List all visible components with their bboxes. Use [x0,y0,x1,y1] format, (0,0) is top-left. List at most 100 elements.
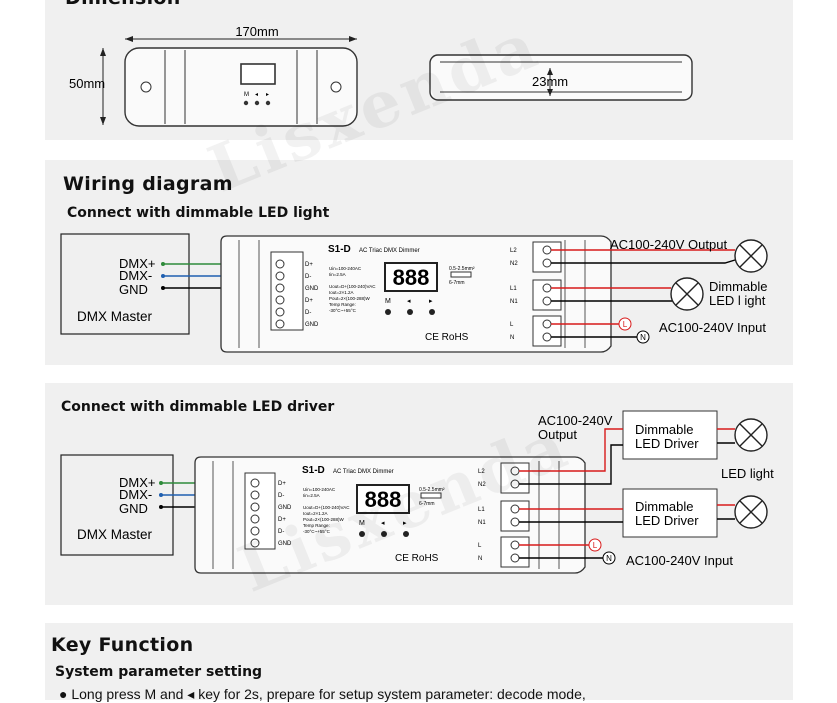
spec-line-4: Iout=2×1.2A [329,290,354,295]
led-display [384,262,438,292]
out-term-l1: L1 [478,507,485,513]
spec-line-7: -30°C~+55°C [303,529,331,534]
device-name: S1-D [328,244,351,255]
dimension-drawing: 170mm 50mm M ◂ ▸ [69,24,693,127]
output-n2-wire [519,444,623,485]
out-term-n1: N1 [478,520,486,526]
in-term-1: D+ [305,262,313,268]
spec-line-5: Pout=2×(100-288)W [303,517,345,522]
spec-line-4: Iout=2×1.2A [303,511,328,516]
key-right-button[interactable] [403,531,409,537]
input-label: AC100-240V Input [659,320,766,335]
spec-line-6: Temp Range: [329,302,356,307]
dmx-master-label: DMX Master [77,527,153,542]
spec-line-5: Pout=2×(100-288)W [329,296,371,301]
in-term-2: D- [278,493,284,499]
strip-spec: 6-7mm [419,501,435,507]
height-label: 50mm [69,76,105,91]
output-l2-wire [519,428,623,472]
in-term-1: D+ [278,481,286,487]
lamp-icon [734,495,768,529]
width-label: 170mm [235,24,278,39]
spec-line-1: Uin=100-240AC [303,487,336,492]
key-left-label: ◂ [381,520,385,527]
lamp-icon [734,239,768,273]
in-term-3: GND [278,505,292,511]
lamp-icon [670,277,704,311]
key-m-label: M [385,298,391,305]
dim-key-right: ▸ [266,92,269,98]
output-label-line2: Output [538,427,577,442]
out-term-n2: N2 [510,261,518,267]
driver-label-line2: LED Driver [635,436,699,451]
dimmer-controller [194,456,586,574]
spec-line-2: Iin=2.5A [303,493,320,498]
in-term-6: GND [305,322,319,328]
live-marker-label: L [593,541,598,550]
in-term-n: N [478,556,482,562]
led-display [356,484,410,514]
device-desc: AC Triac DMX Dimmer [359,248,420,254]
live-marker-label: L [623,320,628,329]
key-function-bullet: ● Long press M and ◂ key for 2s, prepare… [59,686,586,702]
neutral-marker-label: N [640,333,646,342]
output-label: AC100-240V Output [610,237,727,252]
wire-spec: 0.5-2.5mm² [419,487,445,493]
key-right-button[interactable] [429,309,435,315]
rohs-mark: CE RoHS [425,332,469,343]
wiring-panel-led-driver: Connect with dimmable LED driver DMX+ DM… [45,383,793,605]
dmx-master-box [60,233,190,335]
in-term-4: D+ [305,298,313,304]
spec-line-6: Temp Range: [303,523,330,528]
strip-spec: 6-7mm [449,280,465,286]
driver-label-line1: Dimmable [635,422,694,437]
output-n2-wire [551,259,736,264]
dim-key-left: ◂ [255,92,258,98]
neutral-marker [602,551,616,565]
in-term-3: GND [305,286,319,292]
in-term-n: N [510,335,514,341]
load-label-line1: Dimmable [709,279,768,294]
key-m-button[interactable] [385,309,391,315]
live-marker [618,317,632,331]
in-term-6: GND [278,541,292,547]
dmx-master-label: DMX Master [77,309,153,324]
output-terminal-blocks [500,462,530,568]
display-digits: 888 [393,265,430,290]
lamp-icon [734,418,768,452]
dim-key-m: M [244,92,249,98]
in-term-2: D- [305,274,311,280]
key-left-label: ◂ [407,298,411,305]
key-right-label: ▸ [403,520,407,527]
gnd-label: GND [119,282,148,297]
key-left-button[interactable] [407,309,413,315]
display-digits: 888 [365,487,402,512]
key-m-button[interactable] [359,531,365,537]
neutral-marker-label: N [606,554,612,563]
live-marker [588,538,602,552]
spec-line-7: -30°C~+55°C [329,308,357,313]
spec-line-3: Uout=D+(100-240)VAC [303,505,350,510]
led-light-label: LED light [721,466,774,481]
key-right-label: ▸ [429,298,433,305]
key-function-subtitle: System parameter setting [55,664,263,680]
gnd-label: GND [119,501,148,516]
dmx-minus-label: DMX- [119,268,152,283]
led-driver-box [622,410,718,460]
wiring-panel-led-light: Wiring diagram Connect with dimmable LED… [45,160,793,365]
dmx-master-box [60,454,174,556]
dimmer-controller [220,235,612,353]
wiring-diagram-2: DMX+ DMX- GND DMX Master D+ D- GND D+ D- [60,410,774,574]
key-left-button[interactable] [381,531,387,537]
neutral-marker [636,330,650,344]
input-label: AC100-240V Input [626,553,733,568]
driver-label-line2: LED Driver [635,513,699,528]
out-term-n2: N2 [478,482,486,488]
out-term-l2: L2 [510,248,517,254]
spec-line-3: Uout=D+(100-240)VAC [329,284,376,289]
driver-label-line1: Dimmable [635,499,694,514]
key-m-label: M [359,520,365,527]
dmx-plus-label: DMX+ [119,475,155,490]
in-term-5: D- [278,529,284,535]
load-label-line2: LED l ight [709,293,766,308]
